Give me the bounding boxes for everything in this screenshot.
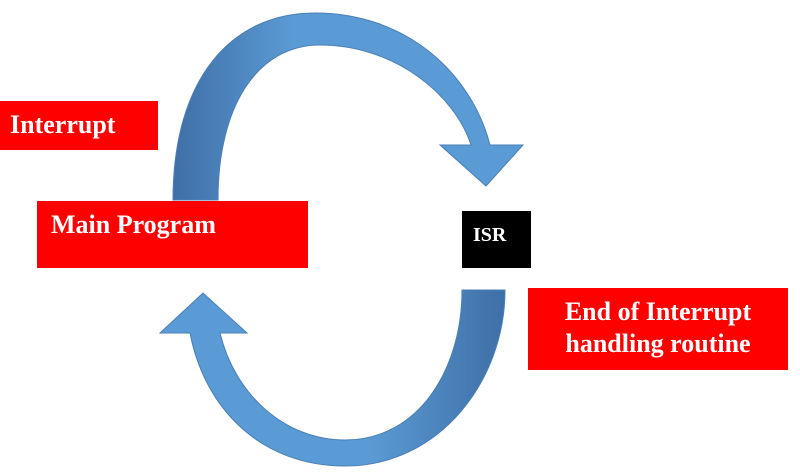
return-arrow	[158, 289, 506, 467]
end-of-interrupt-label: End of Interrupt handling routine	[528, 288, 788, 370]
interrupt-arrow	[172, 12, 525, 201]
interrupt-label: Interrupt	[0, 101, 158, 150]
isr-label: ISR	[462, 211, 531, 268]
main-program-label: Main Program	[37, 201, 308, 268]
